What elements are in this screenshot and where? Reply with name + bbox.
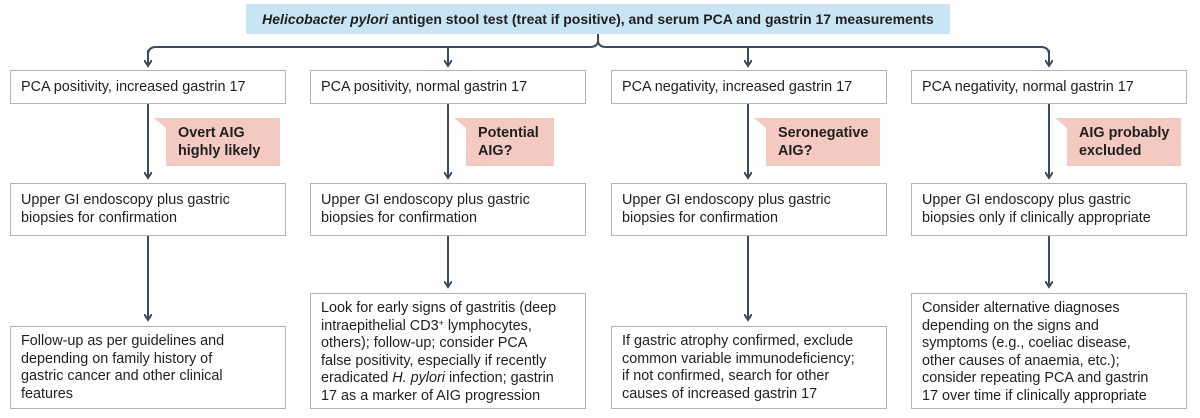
col3-middle-line1: Upper GI endoscopy plus gastric	[622, 192, 831, 208]
note-pointer-icon	[454, 118, 466, 128]
col1-middle-line2: biopsies for confirmation	[21, 209, 177, 226]
top-rest: antigen stool test (treat if positive), …	[388, 11, 934, 27]
col4-note-line1: AIG probably	[1079, 125, 1170, 141]
col2-header: PCA positivity, normal gastrin 17	[310, 70, 586, 104]
col1-bottom-line4: features	[21, 385, 73, 402]
note-pointer-icon	[754, 118, 766, 128]
col2-bottom-line2a: intraepithelial CD3	[321, 317, 439, 334]
col2-bottom-line5b: infection; gastrin	[444, 370, 554, 386]
col3-bottom-line3: if not confirmed, search for other	[622, 368, 830, 384]
col2-bottom-line5: eradicated H. pylori infection; gastrin	[321, 370, 575, 388]
col4-header: PCA negativity, normal gastrin 17	[911, 70, 1187, 104]
col2-bottom: Look for early signs of gastritis (deep …	[310, 293, 586, 409]
col3-bottom-line1: If gastric atrophy confirmed, exclude	[622, 333, 854, 349]
top-branch-line	[147, 39, 1050, 56]
top-test-box: Helicobacter pylori antigen stool test (…	[246, 4, 950, 34]
superscript-plus: +	[438, 317, 444, 328]
col2-note-line2: AIG?	[478, 143, 513, 159]
col4-note-line2: excluded	[1079, 143, 1142, 159]
col2-middle-line1: Upper GI endoscopy plus gastric	[321, 192, 530, 208]
col3-middle-line2: biopsies for confirmation	[622, 209, 778, 226]
col2-bottom-line1: Look for early signs of gastritis (deep	[321, 300, 557, 316]
col3-header: PCA negativity, increased gastrin 17	[611, 70, 887, 104]
col4-bottom-line2: depending on the signs and	[922, 317, 1099, 334]
col1-header: PCA positivity, increased gastrin 17	[10, 70, 286, 104]
col2-bottom-italic: H. pylori	[392, 370, 445, 386]
top-italic: Helicobacter pylori	[262, 11, 389, 27]
col2-note-line1: Potential	[478, 125, 539, 141]
col2-bottom-line2: intraepithelial CD3+ lymphocytes,	[321, 318, 575, 336]
col1-note-line2: highly likely	[178, 143, 261, 159]
col4-bottom-line1: Consider alternative diagnoses	[922, 300, 1120, 316]
col1-note-line1: Overt AIG	[178, 125, 245, 141]
col1-bottom-line1: Follow-up as per guidelines and	[21, 333, 225, 349]
col1-note: Overt AIG highly likely	[154, 118, 280, 166]
col4-bottom-line4: other causes of anaemia, etc.);	[922, 352, 1120, 369]
col3-bottom-line4: causes of increased gastrin 17	[622, 385, 818, 402]
note-pointer-icon	[154, 118, 166, 128]
note-pointer-icon	[1055, 118, 1067, 128]
col4-bottom-line3: symptoms (e.g., coeliac disease,	[922, 335, 1131, 351]
col3-bottom-line2: common variable immunodeficiency;	[622, 350, 855, 367]
col4-middle-line1: Upper GI endoscopy plus gastric	[922, 192, 1131, 208]
col2-bottom-line4: false positivity, especially if recently	[321, 352, 547, 369]
col2-bottom-line6: 17 as a marker of AIG progression	[321, 387, 541, 404]
col3-note-line1: Seronegative	[778, 125, 869, 141]
col4-bottom-line5: consider repeating PCA and gastrin	[922, 370, 1149, 386]
col1-bottom-line3: gastric cancer and other clinical	[21, 368, 223, 384]
col3-note-line2: AIG?	[778, 143, 813, 159]
col4-bottom-line6: 17 over time if clinically appropriate	[922, 387, 1147, 404]
col1-middle-line1: Upper GI endoscopy plus gastric	[21, 192, 230, 208]
col2-bottom-line2b: lymphocytes,	[443, 317, 532, 334]
col2-bottom-line5a: eradicated	[321, 370, 393, 386]
col4-middle-line2: biopsies only if clinically appropriate	[922, 209, 1151, 226]
col4-note: AIG probably excluded	[1055, 118, 1181, 166]
col2-bottom-line3: others); follow-up; consider PCA	[321, 335, 528, 351]
col2-middle-line2: biopsies for confirmation	[321, 209, 477, 226]
col1-bottom-line2: depending on family history of	[21, 350, 213, 367]
